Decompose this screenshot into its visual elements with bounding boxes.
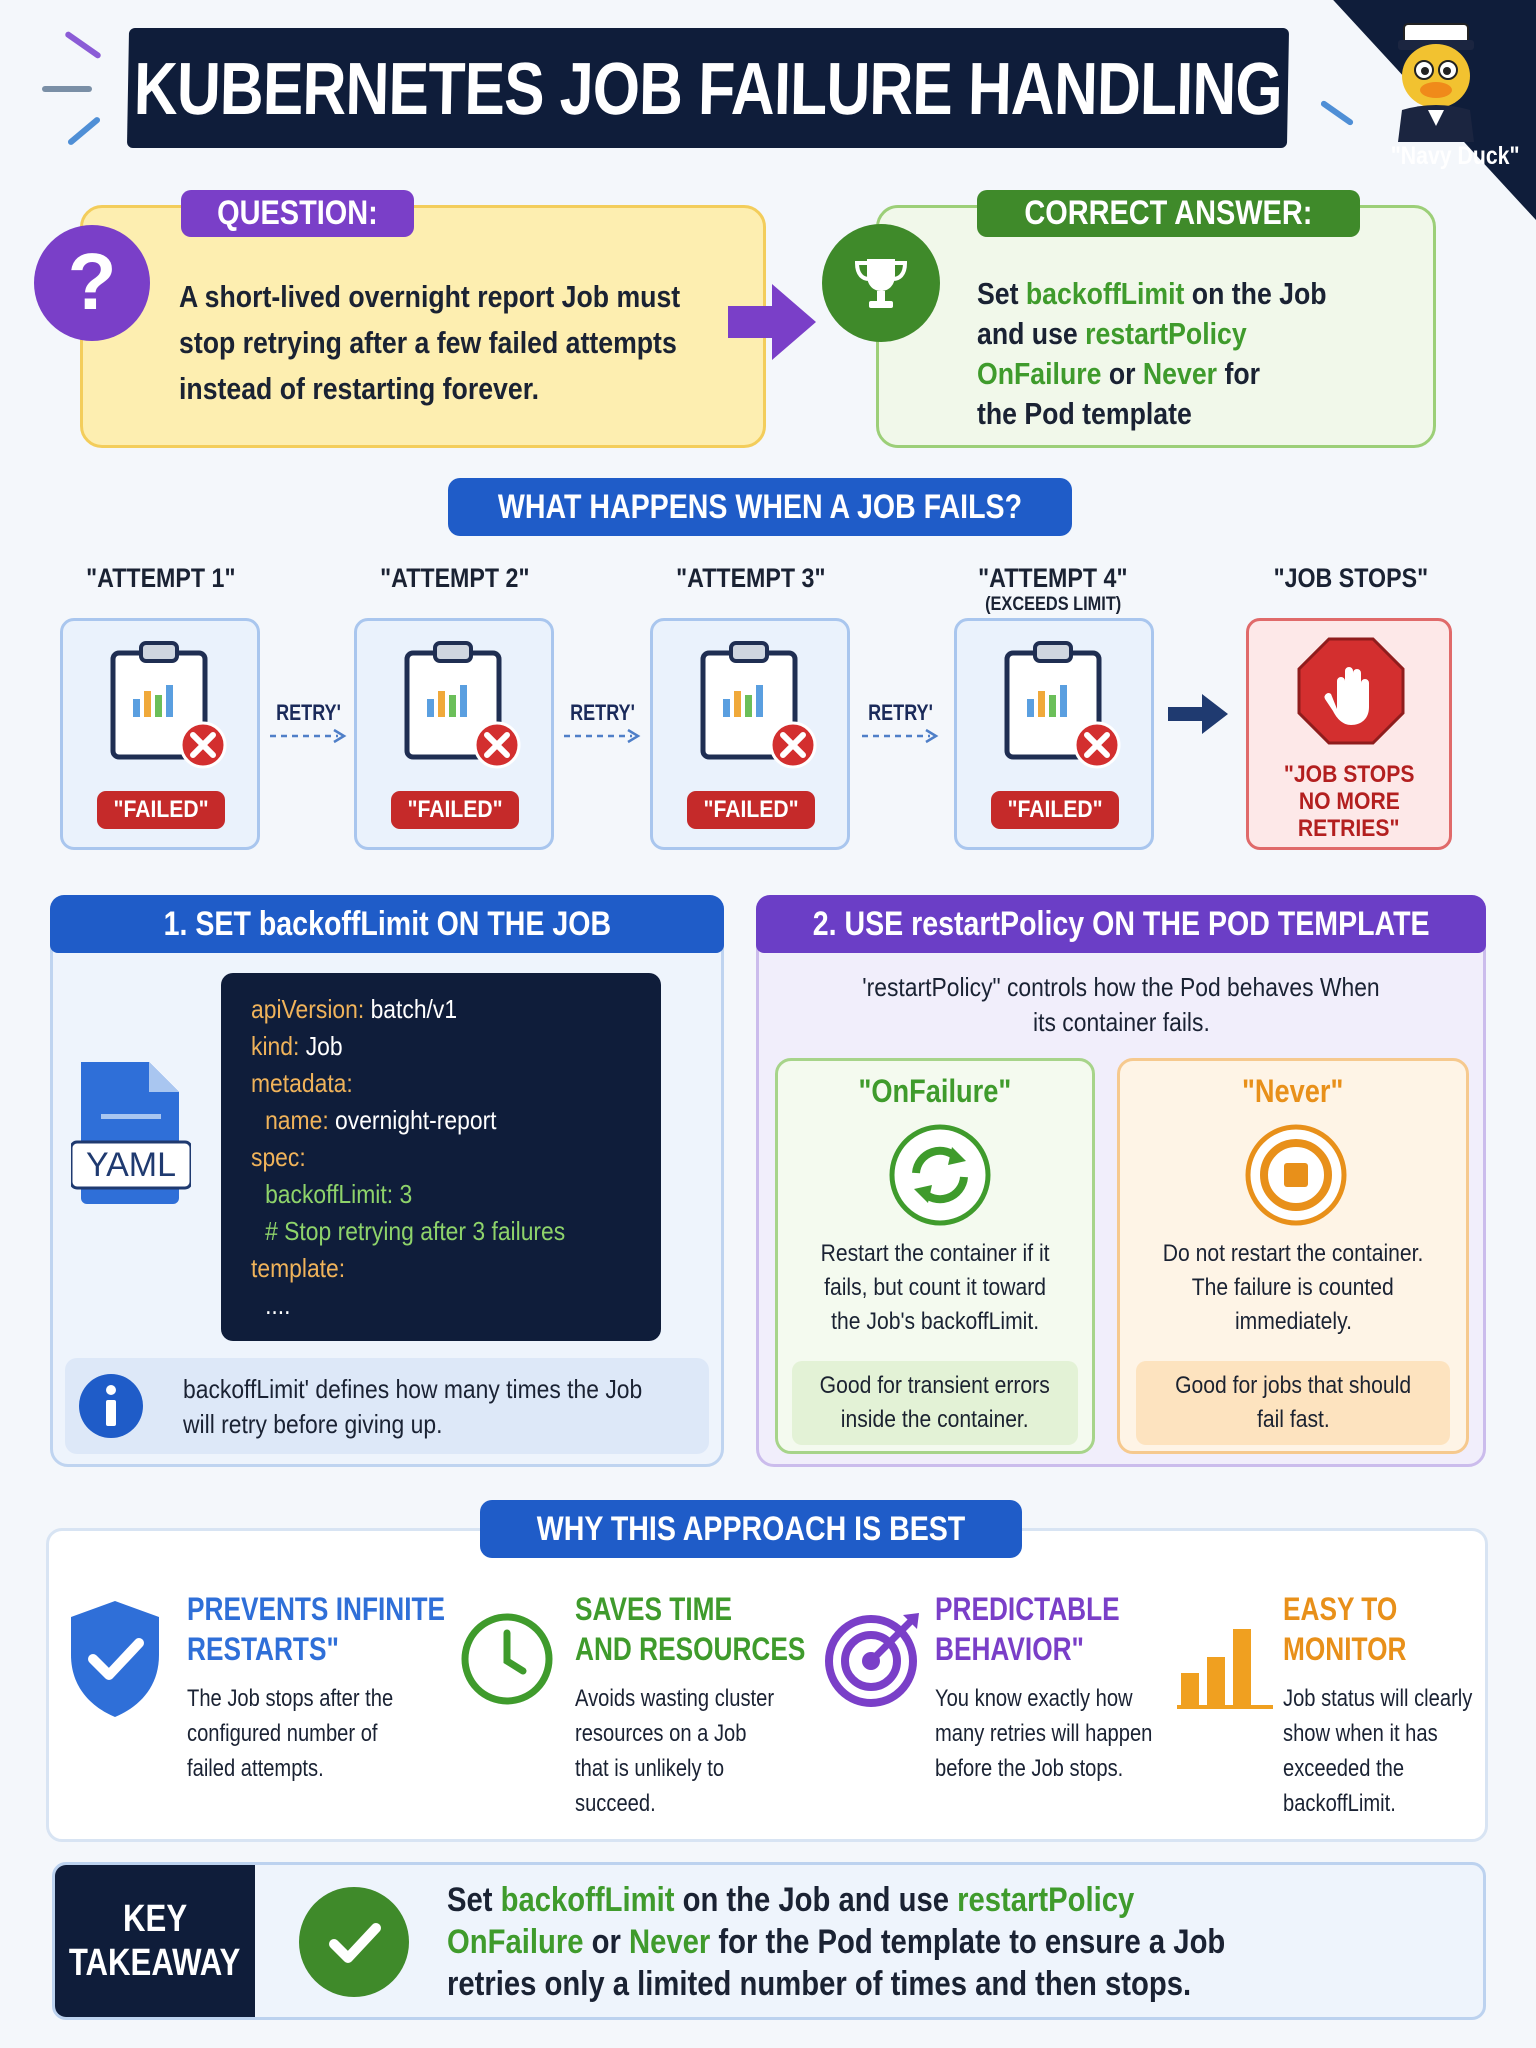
job-stops-card: "JOB STOPS NO MORE RETRIES" (1246, 618, 1452, 850)
job-stops-label: "JOB STOPS" (1273, 563, 1429, 593)
flow-heading: WHAT HAPPENS WHEN A JOB FAILS? (448, 478, 1072, 536)
question-tag: QUESTION: (181, 190, 414, 237)
decor-spark (66, 115, 102, 147)
status-badge: "FAILED" (687, 791, 815, 829)
attempt-2-label: "ATTEMPT 2" (380, 563, 530, 593)
attempt-3-label: "ATTEMPT 3" (676, 563, 826, 593)
option-note: Good for jobs that should fail fast. (1136, 1361, 1450, 1445)
benefits-heading: WHY THIS APPROACH IS BEST (480, 1500, 1022, 1558)
restartpolicy-panel: 2. USE restartPolicy ON THE POD TEMPLATE… (756, 895, 1486, 1467)
benefit-item: EASY TO MONITOR Job status will clearly … (1283, 1589, 1508, 1821)
retry-connector: RETRY' (562, 700, 642, 751)
clipboard-failed-icon (700, 641, 817, 769)
decor-spark (1319, 99, 1355, 127)
page-title: KUBERNETES JOB FAILURE HANDLING (133, 46, 1283, 130)
duck-mascot-icon (1398, 23, 1474, 142)
arrow-right-icon (1168, 694, 1228, 734)
dashed-arrow-icon (862, 728, 939, 744)
attempt-1-label: "ATTEMPT 1" (86, 563, 236, 593)
benefit-text: Job status will clearly show when it has… (1283, 1685, 1473, 1817)
answer-text: Set backoffLimit on the Job and use rest… (977, 276, 1327, 431)
benefit-item: SAVES TIME AND RESOURCES Avoids wasting … (575, 1589, 856, 1821)
arrow-right-icon (728, 284, 816, 360)
stop-hand-icon (1297, 637, 1405, 745)
benefit-item: PREVENTS INFINITE RESTARTS" The Job stop… (187, 1589, 502, 1786)
info-note: backoffLimit' defines how many times the… (65, 1358, 709, 1454)
job-stops-text: "JOB STOPS NO MORE RETRIES" (1283, 761, 1415, 842)
benefit-title: SAVES TIME AND RESOURCES (575, 1591, 806, 1667)
attempt-card: "FAILED" (60, 618, 260, 850)
dashed-arrow-icon (270, 728, 347, 744)
benefit-title: PREVENTS INFINITE RESTARTS" (187, 1591, 446, 1667)
info-icon (79, 1374, 143, 1438)
benefit-title: PREDICTABLE BEHAVIOR" (935, 1591, 1120, 1667)
yaml-code-block: apiVersion: batch/v1 kind: Job metadata:… (221, 973, 661, 1341)
status-badge: "FAILED" (391, 791, 519, 829)
option-onfailure: "OnFailure" Restart the container if it … (775, 1058, 1095, 1454)
title-banner: KUBERNETES JOB FAILURE HANDLING (126, 28, 1290, 148)
question-card: QUESTION: A short-lived overnight report… (80, 190, 766, 448)
option-title: "Never" (1242, 1073, 1344, 1109)
benefit-text: The Job stops after the configured numbe… (187, 1685, 394, 1782)
restartpolicy-intro: 'restartPolicy" controls how the Pod beh… (862, 972, 1380, 1037)
option-never: "Never" Do not restart the container. Th… (1117, 1058, 1469, 1454)
clipboard-failed-icon (1004, 641, 1121, 769)
svg-text:?: ? (68, 243, 117, 323)
info-text: backoffLimit' defines how many times the… (183, 1374, 643, 1439)
shield-check-icon (71, 1601, 159, 1717)
yaml-file-icon (71, 1062, 191, 1204)
status-badge: "FAILED" (991, 791, 1119, 829)
panel-heading: 1. SET backoffLimit ON THE JOB (50, 895, 724, 953)
answer-tag: CORRECT ANSWER: (977, 190, 1360, 237)
benefit-item: PREDICTABLE BEHAVIOR" You know exactly h… (935, 1589, 1194, 1786)
attempt-card: "FAILED" (954, 618, 1154, 850)
option-description: Do not restart the container. The failur… (1162, 1240, 1424, 1335)
attempt-4-label: "ATTEMPT 4" (978, 563, 1128, 593)
retry-connector: RETRY' (268, 700, 348, 751)
clipboard-failed-icon (110, 641, 227, 769)
trophy-icon (822, 224, 940, 342)
dashed-arrow-icon (564, 728, 641, 744)
answer-card: CORRECT ANSWER: Set backoffLimit on the … (876, 190, 1436, 448)
decor-spark (64, 30, 102, 60)
bar-chart-icon (1177, 1629, 1273, 1709)
retry-connector: RETRY' (860, 700, 940, 751)
clock-icon (461, 1613, 553, 1705)
restart-cycle-icon (889, 1124, 991, 1226)
option-description: Restart the container if it fails, but c… (820, 1240, 1050, 1335)
benefit-text: You know exactly how many retries will h… (935, 1685, 1153, 1782)
question-mark-icon: ? (34, 225, 150, 341)
benefit-title: EASY TO MONITOR (1283, 1591, 1407, 1667)
stop-circle-icon (1245, 1124, 1347, 1226)
key-takeaway-text: Set backoffLimit on the Job and use rest… (447, 1881, 1226, 2003)
target-icon (825, 1613, 919, 1707)
backofflimit-panel: 1. SET backoffLimit ON THE JOB YAML apiV… (50, 895, 724, 1467)
decor-spark (42, 86, 92, 92)
yaml-label: YAML (85, 1146, 177, 1184)
attempt-card: "FAILED" (650, 618, 850, 850)
clipboard-failed-icon (404, 641, 521, 769)
question-text: A short-lived overnight report Job must … (179, 279, 681, 406)
attempt-card: "FAILED" (354, 618, 554, 850)
benefit-text: Avoids wasting cluster resources on a Jo… (575, 1685, 775, 1817)
mascot-label: "Navy Duck" (1391, 142, 1520, 170)
status-badge: "FAILED" (97, 791, 225, 829)
attempt-4-sublabel: (EXCEEDS LIMIT) (984, 594, 1122, 615)
option-note: Good for transient errors inside the con… (792, 1361, 1078, 1445)
panel-heading: 2. USE restartPolicy ON THE POD TEMPLATE (756, 895, 1486, 953)
option-title: "OnFailure" (858, 1073, 1012, 1109)
checkmark-icon (299, 1887, 409, 1997)
benefits-section: PREVENTS INFINITE RESTARTS" The Job stop… (46, 1528, 1488, 1842)
